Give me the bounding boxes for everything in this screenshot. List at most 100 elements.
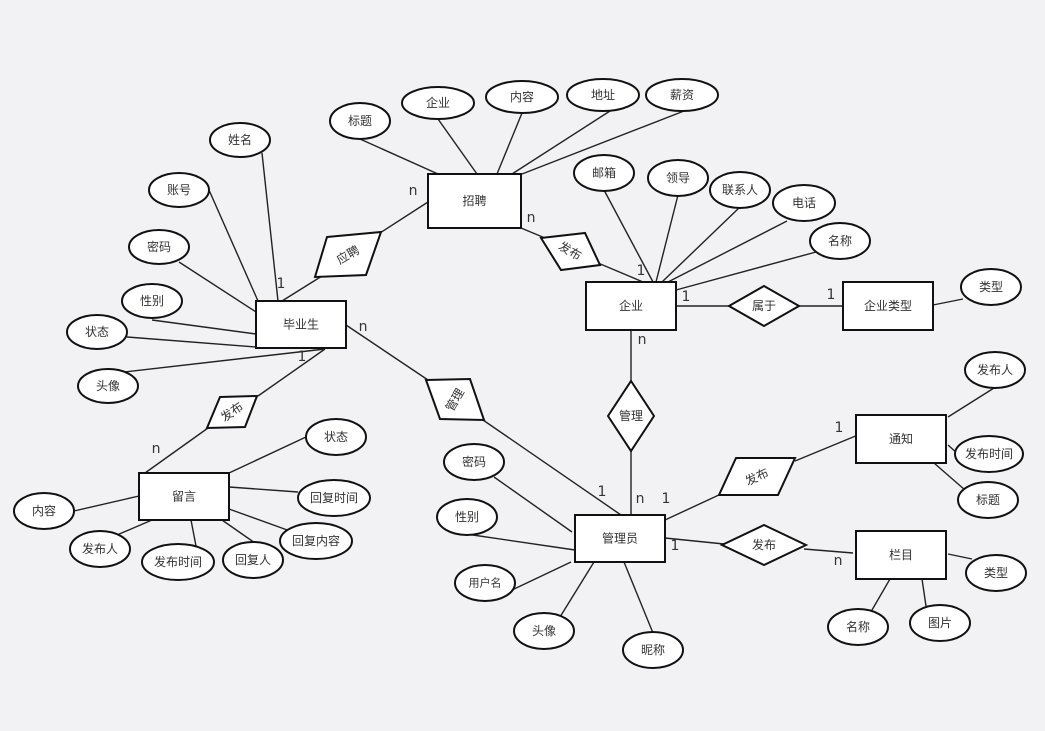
connector-line [623,561,654,634]
entity-notice[interactable]: 通知 [855,414,947,464]
attribute-label: 状态 [85,325,109,339]
relationship-publish-message[interactable]: 发布 [205,394,259,430]
attribute-ellipse [209,122,271,158]
attribute-ellipse [809,222,871,260]
entity-company[interactable]: 企业 [585,281,677,331]
connector-line [664,493,722,521]
relationship-publish-column[interactable]: 发布 [719,523,809,567]
connector-line [465,533,576,551]
relationship-belongs[interactable]: 属于 [726,284,802,328]
connector-line [190,519,197,547]
entity-column[interactable]: 栏目 [855,530,947,580]
connector-line [151,319,257,335]
attribute-label: 密码 [147,239,171,254]
entity-box [427,173,522,229]
connector-line [511,561,572,591]
relationship-shape [424,377,486,422]
attribute-label: 标题 [976,493,1000,507]
attribute-ellipse [77,368,139,404]
attribute-ellipse [772,184,836,222]
connector-line [228,486,299,493]
attribute-label: 头像 [96,379,120,393]
connector-line [661,206,741,283]
connector-line [947,387,995,418]
attribute-message: 发布时间 [141,543,215,581]
cardinality-label: 1 [662,491,671,507]
cardinality-label: 1 [298,349,307,365]
relationship-publish-notice[interactable]: 发布 [717,457,797,496]
attribute-ellipse [566,78,640,112]
connector-line [73,495,140,512]
attribute-recruit: 薪资 [645,78,719,112]
attribute-ellipse [436,498,498,536]
connector-line [345,324,429,381]
attribute-label: 内容 [510,89,534,104]
attribute-ellipse [647,159,709,197]
entity-recruit[interactable]: 招聘 [427,173,522,229]
attribute-label: 名称 [846,619,870,634]
cardinality-label: 1 [671,538,680,554]
attribute-label: 类型 [979,280,1003,294]
attribute-label: 发布时间 [154,554,202,569]
relationship-shape [717,457,797,496]
attribute-label: 电话 [792,196,816,210]
attribute-label: 昵称 [641,643,665,657]
attribute-admin: 头像 [513,612,575,650]
cardinality-label: n [152,441,161,457]
attribute-admin: 昵称 [622,631,684,669]
cardinality-label: 1 [637,263,646,279]
attribute-company: 领导 [647,159,709,197]
entity-company-type[interactable]: 企业类型 [842,281,934,331]
connector-line [511,110,611,175]
attribute-label: 类型 [984,566,1008,580]
attribute-message: 回复时间 [297,479,371,517]
connector-line [493,476,573,533]
attribute-notice: 发布人 [964,351,1026,389]
attribute-ellipse [128,229,190,265]
attribute-admin: 性别 [436,498,498,536]
attribute-ellipse [909,604,971,642]
entity-box [255,300,347,349]
relationship-manage-graduate[interactable]: 管理 [424,377,486,422]
connector-line [482,419,622,516]
attribute-ellipse [297,479,371,517]
attribute-ellipse [443,443,505,481]
entity-box [855,414,947,464]
entity-admin[interactable]: 管理员 [574,514,666,563]
attribute-message: 内容 [13,492,75,530]
relationship-apply[interactable]: 应聘 [313,230,383,279]
relationship-label: 属于 [752,299,776,313]
cardinality-label: 1 [835,420,844,436]
attribute-ellipse [69,530,131,568]
connector-line [794,434,859,462]
connector-line [521,110,685,175]
attribute-label: 回复人 [235,553,271,567]
relationship-manage-company[interactable]: 管理 [606,379,656,453]
attribute-ellipse [954,435,1024,473]
attribute-label: 联系人 [722,183,758,197]
attribute-graduate: 密码 [128,229,190,265]
entity-message[interactable]: 留言 [138,472,230,521]
connector-line [178,261,257,313]
attribute-ellipse [141,543,215,581]
attribute-column: 名称 [827,608,889,646]
attribute-graduate: 头像 [77,368,139,404]
attribute-label: 回复时间 [310,491,358,505]
attribute-label: 名称 [828,233,852,248]
connector-line [947,553,973,560]
entity-graduate[interactable]: 毕业生 [255,300,347,349]
attribute-column: 类型 [965,554,1027,592]
entity-box [574,514,666,563]
attribute-label: 状态 [324,430,348,444]
attribute-ellipse [957,481,1019,519]
relationship-publish-recruit[interactable]: 发布 [539,231,602,272]
relationship-shape [719,523,809,567]
attribute-label: 账号 [167,183,191,197]
attribute-label: 用户名 [469,576,502,590]
attribute-label: 发布人 [977,362,1013,377]
connector-line [437,118,478,175]
attribute-ellipse [965,554,1027,592]
attribute-ellipse [454,564,516,602]
